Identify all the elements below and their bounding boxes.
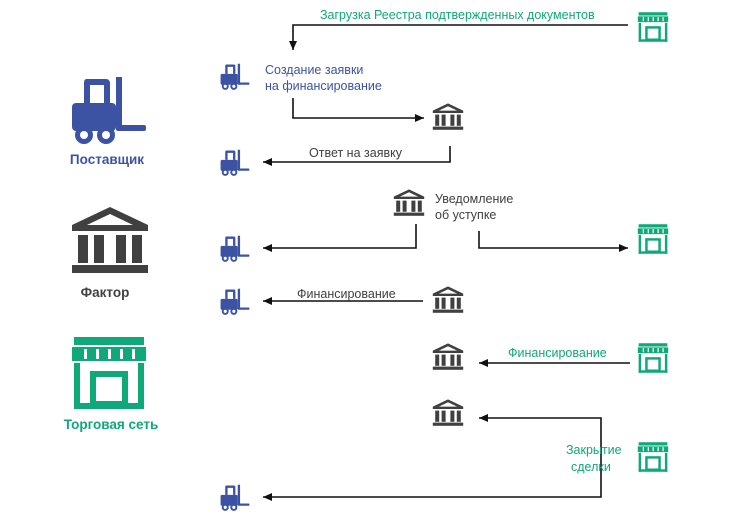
arrow-registry-upload <box>289 24 628 50</box>
arrow-assignment-supplier <box>263 224 417 252</box>
step-request-label-line1: Создание заявки <box>265 63 364 77</box>
forklift-icon <box>220 484 250 511</box>
bank-icon <box>72 207 148 273</box>
forklift-icon <box>220 149 250 176</box>
step-request-label-line2: на финансирование <box>265 79 382 93</box>
arrow-closing-factor <box>479 414 602 452</box>
store-icon <box>72 337 146 409</box>
bank-icon <box>393 189 425 216</box>
arrow-assignment-store <box>478 231 628 252</box>
legend-factor-label: Фактор <box>80 285 130 300</box>
arrow-closing-supplier <box>263 452 602 501</box>
step-assignment-label-line1: Уведомление <box>435 192 514 206</box>
step-assignment-label-line2: об уступке <box>435 208 497 222</box>
forklift-icon <box>220 288 250 315</box>
legend-retail-label: Торговая сеть <box>63 417 159 432</box>
forklift-icon <box>220 235 250 262</box>
bank-icon <box>432 103 464 130</box>
bank-icon <box>432 399 464 426</box>
step-registry-upload-label: Загрузка Реестра подтвержденных документ… <box>320 8 595 22</box>
step-closing-label-line2: сделки <box>571 460 611 474</box>
bank-icon <box>432 343 464 370</box>
bank-icon <box>432 286 464 313</box>
store-icon <box>637 442 669 472</box>
forklift-icon <box>220 63 250 90</box>
step-closing-label-line1: Закрытие <box>566 443 622 457</box>
forklift-icon <box>72 77 146 144</box>
legend-supplier-label: Поставщик <box>69 152 145 167</box>
arrow-request <box>292 98 424 122</box>
step-response-label: Ответ на заявку <box>309 146 402 160</box>
step-financing-factor-label: Финансирование <box>297 287 396 301</box>
store-icon <box>637 12 669 42</box>
store-icon <box>637 343 669 373</box>
arrow-response <box>263 146 451 166</box>
step-financing-retail-label: Финансирование <box>508 346 607 360</box>
store-icon <box>637 224 669 254</box>
